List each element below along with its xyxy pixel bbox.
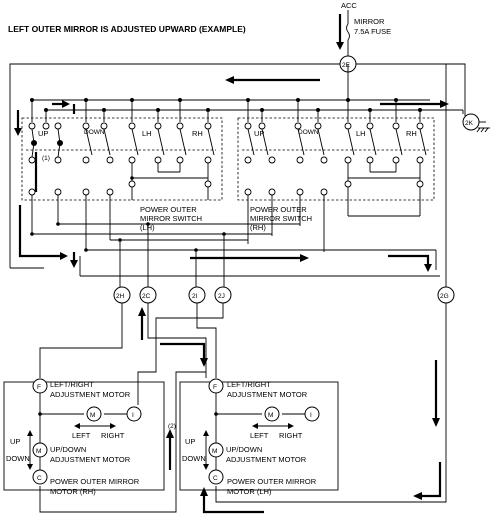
motor-rh-pin-i [126, 406, 142, 422]
motor-lh-f: F [213, 384, 217, 391]
connector-2h-label: 2H [116, 293, 125, 300]
motor-lh-lr-motor [264, 406, 280, 422]
fuse-label-2: 7.5A FUSE [354, 27, 391, 36]
fuse-symbol [346, 10, 350, 56]
motor-lh-name-2: MOTOR (LH) [227, 487, 272, 496]
wires-to-motors [39, 303, 447, 513]
motor-rh-i: I [132, 412, 134, 419]
motor-lh-ud-2: ADJUSTMENT MOTOR [226, 455, 307, 464]
flow-arrow-bus [14, 100, 449, 136]
wires-below-switches [10, 64, 447, 287]
motor-rh-ud-1: UP/DOWN [50, 445, 86, 454]
switch-rh-name-3: (RH) [250, 223, 266, 232]
fuse-label-1: MIRROR [354, 17, 385, 26]
motor-rh-ud-2: ADJUSTMENT MOTOR [50, 455, 131, 464]
wire-outer-right [356, 63, 466, 116]
switch-lh-down: DOWN [84, 129, 105, 136]
switch-lh-name-1: POWER OUTER [140, 205, 197, 214]
switch-rh-box [237, 117, 435, 201]
motor-lh-ud-1: UP/DOWN [226, 445, 262, 454]
motor-lh-up: UP [185, 437, 195, 446]
switch-lh-contacts [26, 100, 216, 196]
motor-rh-name-2: MOTOR (RH) [50, 487, 96, 496]
switch-lh-note: (1) [42, 155, 50, 162]
switch-lh-lh: LH [142, 129, 152, 138]
motor-rh-m-lr: M [90, 412, 95, 419]
motor-lh-i: I [310, 412, 312, 419]
motor-rh-c: C [37, 475, 42, 482]
motor-lh-lr-wiring [214, 393, 305, 444]
switch-rh-down: DOWN [298, 129, 319, 136]
flow-arrows-motor [138, 307, 442, 514]
ground-symbol [476, 121, 490, 133]
motor-rh-box [3, 381, 165, 491]
connector-2g-label: 2G [440, 293, 449, 300]
switch-rh-up: UP [254, 129, 264, 138]
switch-rh-lh: LH [356, 129, 366, 138]
connector-2k-label: 2K [465, 120, 474, 127]
motor-lh-box [179, 381, 339, 491]
motor-rh-lr-2: ADJUSTMENT MOTOR [50, 390, 131, 399]
motor-lh-m-ud: M [212, 448, 217, 455]
motor-lh-down: DOWN [182, 454, 206, 463]
motor-rh-name-1: POWER OUTER MIRROR [50, 477, 140, 486]
left-right-arrow-icon [74, 423, 116, 429]
switch-lh-up: UP [38, 129, 48, 138]
connector-2i-label: 2I [192, 293, 198, 300]
motor-rh-lr-1: LEFT/RIGHT [50, 380, 94, 389]
connector-2e-label: 2E [342, 62, 351, 69]
switch-lh-name-3: (LH) [140, 223, 155, 232]
motor-lh-left: LEFT [250, 431, 269, 440]
motor-lh-pin-i [304, 406, 320, 422]
flow-arrow-fuse [336, 14, 344, 50]
motor-lh-lr-1: LEFT/RIGHT [227, 380, 271, 389]
flow-arrow-top [225, 76, 320, 84]
switch-rh-name-1: POWER OUTER [250, 205, 307, 214]
motor-lh-right: RIGHT [279, 431, 303, 440]
switch-lh-rh: RH [192, 129, 203, 138]
motor-rh-lr-motor [86, 406, 102, 422]
up-down-arrow-icon [203, 430, 209, 470]
wire-outer-left [9, 63, 340, 268]
switch-lh-name-2: MIRROR SWITCH [140, 214, 202, 223]
motor-rh-up: UP [10, 437, 20, 446]
motor-lh-name-1: POWER OUTER MIRROR [227, 477, 317, 486]
motor-lh-lr-2: ADJUSTMENT MOTOR [227, 390, 308, 399]
motor-lh-m-lr: M [268, 412, 273, 419]
motor-rh-left: LEFT [72, 431, 91, 440]
connector-2j-label: 2J [218, 293, 225, 300]
switch-rh-contacts [242, 100, 430, 196]
up-down-arrow-icon [27, 430, 33, 470]
acc-label: ACC [341, 1, 357, 10]
motor-rh-down: DOWN [6, 454, 30, 463]
motor-rh-f: F [37, 384, 41, 391]
diagram-title: LEFT OUTER MIRROR IS ADJUSTED UPWARD (EX… [8, 24, 246, 34]
motor-lh-note: (2) [168, 423, 176, 430]
motor-lh-c: C [213, 475, 218, 482]
left-right-arrow-icon [252, 423, 294, 429]
switch-rh-rh: RH [406, 129, 417, 138]
switch-rh-name-2: MIRROR SWITCH [250, 214, 312, 223]
switch-lh-box [21, 117, 223, 201]
flow-arrows-lower [18, 152, 432, 272]
motor-rh-lr-wiring [38, 393, 127, 444]
connector-2c-label: 2C [142, 293, 151, 300]
motor-rh-m-ud: M [36, 448, 41, 455]
motor-rh-right: RIGHT [101, 431, 125, 440]
